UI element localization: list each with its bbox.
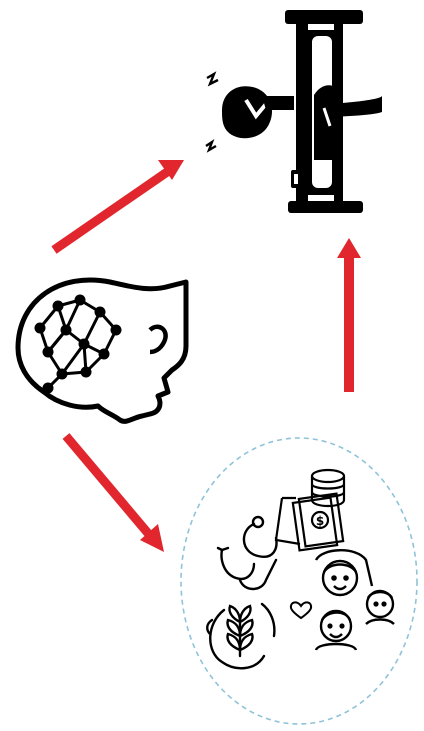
- stethoscope-icon: [218, 517, 276, 589]
- dashed-circle: [181, 438, 417, 724]
- heart-icon: [291, 602, 311, 618]
- bed-headboard: [285, 10, 363, 24]
- arrow-brain-to-factors: [66, 436, 164, 552]
- money-symbol: $: [316, 514, 324, 528]
- head-with-neural-network-icon: [18, 280, 186, 421]
- wheat-icon: [207, 604, 274, 668]
- arrow-factors-to-bed: [337, 238, 361, 392]
- money-icon: [276, 470, 344, 550]
- sleeping-head-icon: [222, 86, 294, 138]
- arrow-brain-to-bed: [54, 160, 184, 250]
- sleeping-person-in-bed-icon: [285, 10, 382, 213]
- snore-zz-icon: [206, 74, 218, 150]
- family-icon: [316, 550, 394, 650]
